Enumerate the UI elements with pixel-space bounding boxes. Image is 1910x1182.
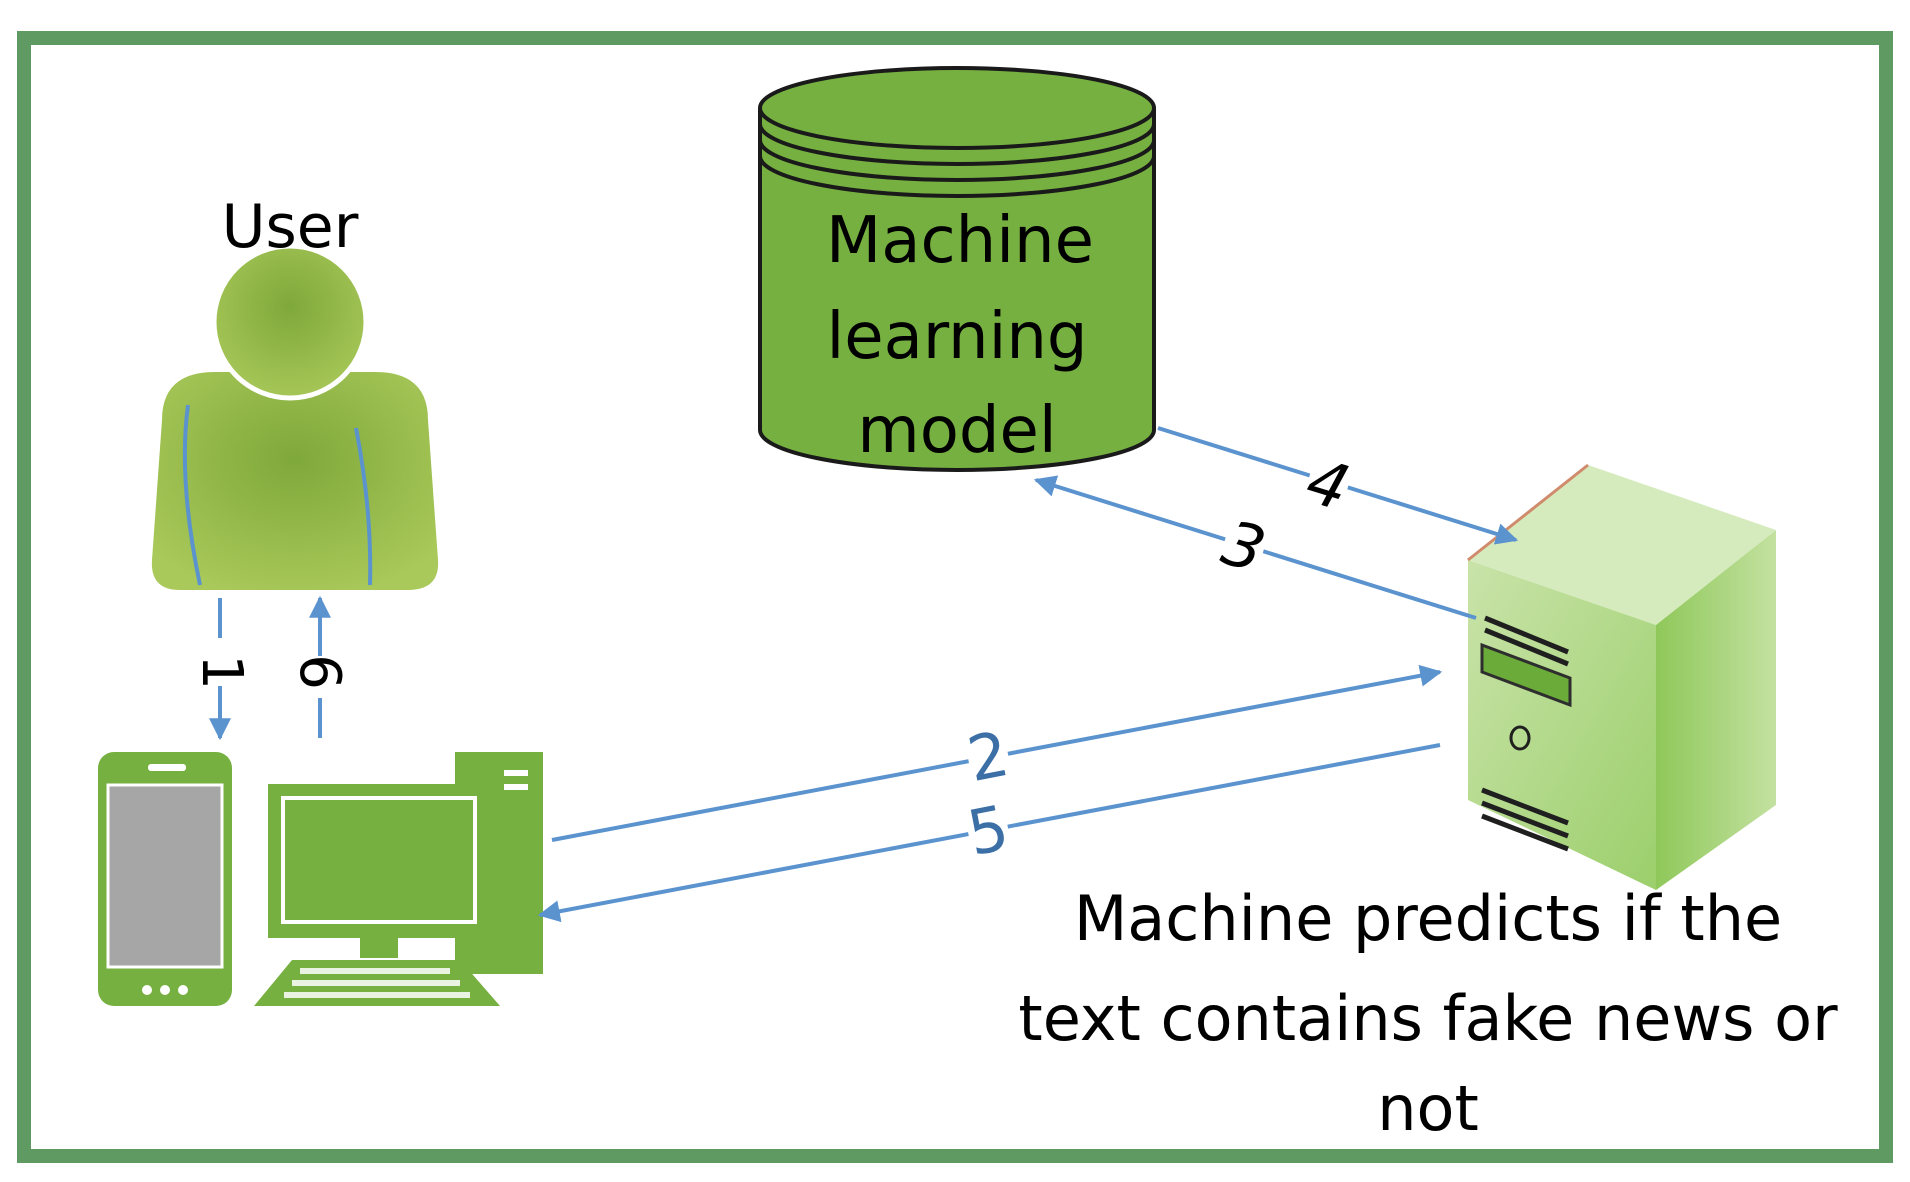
- server-caption-line-3: not: [1377, 1072, 1479, 1145]
- step-label-5: 5: [962, 791, 1015, 870]
- server-caption-line-1: Machine predicts if the: [1074, 882, 1782, 955]
- desktop-computer-icon: [254, 752, 543, 1006]
- step-label-6: 6: [287, 654, 352, 690]
- ml-model-database-icon: [758, 66, 1156, 472]
- diagram-frame: [17, 31, 1893, 1163]
- user-label: User: [222, 192, 359, 262]
- server-icon: [1467, 463, 1776, 890]
- model-label-line-1: Machine: [826, 204, 1094, 278]
- model-label-line-3: model: [857, 394, 1056, 468]
- step-label-1: 1: [189, 654, 254, 690]
- step-label-2: 2: [962, 717, 1015, 796]
- step-label-6-wrap: 6: [287, 654, 352, 690]
- smartphone-icon: [98, 752, 232, 1006]
- user-icon: [151, 243, 439, 590]
- model-label-line-2: learning: [826, 300, 1087, 374]
- server-caption-line-2: text contains fake news or: [1018, 982, 1838, 1055]
- step-label-1-wrap: 1: [189, 654, 254, 690]
